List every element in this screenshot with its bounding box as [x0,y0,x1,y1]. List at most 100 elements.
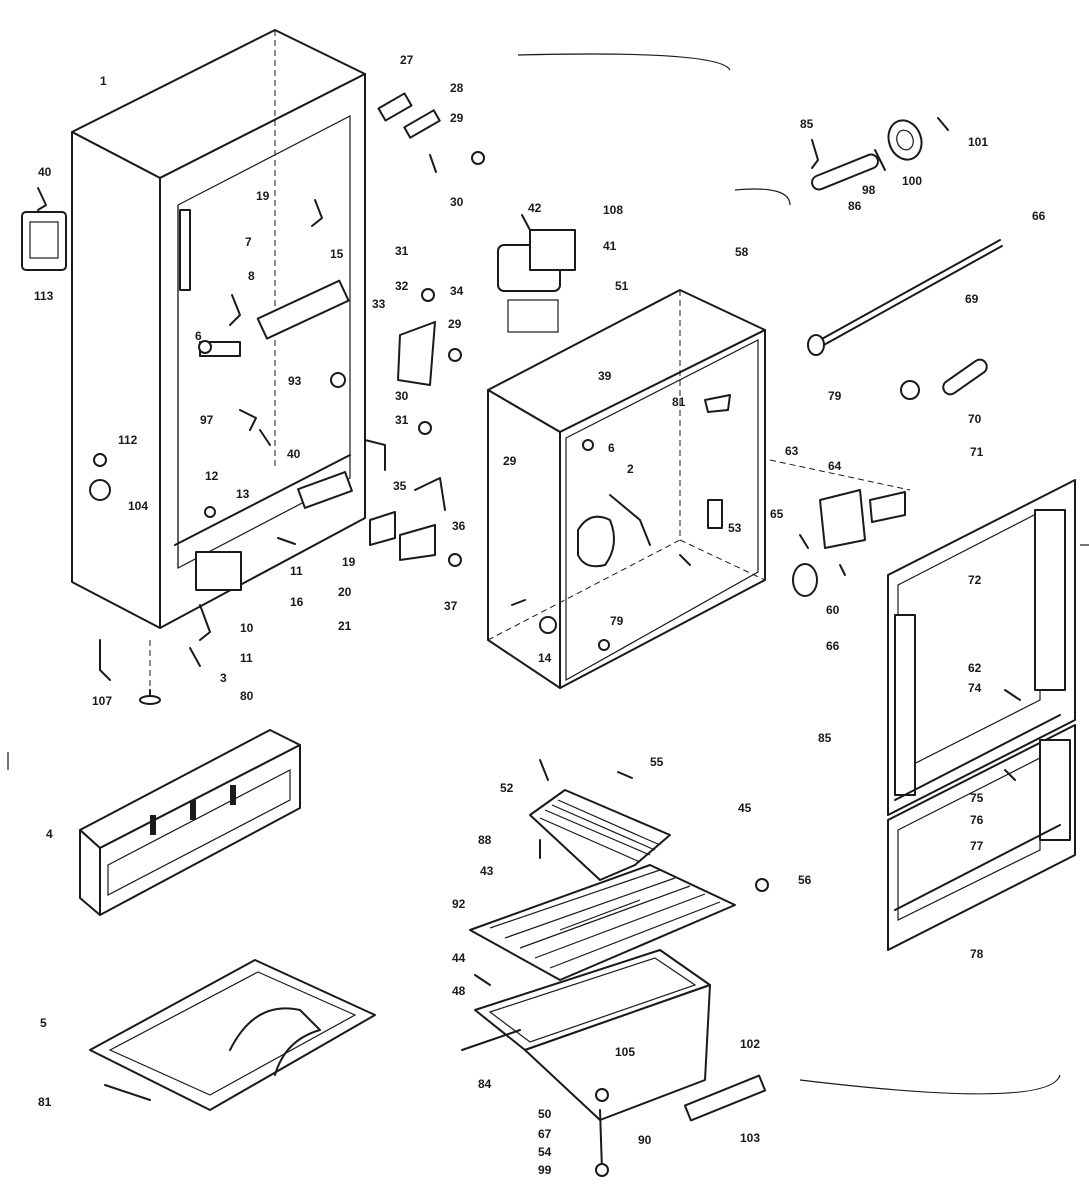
part-label: 19 [256,189,270,203]
leader-lines [7,53,1089,1095]
part-label: 78 [970,947,984,961]
part-label: 50 [538,1107,552,1121]
part-label: 69 [965,292,979,306]
part-label: 90 [638,1133,652,1147]
part-label: 7 [245,235,252,249]
part-label: 98 [862,183,876,197]
cabinet-hinge-parts [364,92,485,567]
part-label: 66 [826,639,840,653]
part-label: 79 [828,389,842,403]
part-label: 74 [968,681,982,695]
part-label: 27 [400,53,414,67]
part-label: 39 [598,369,612,383]
part-label: 42 [528,201,542,215]
part-label: 43 [480,864,494,878]
part-label: 33 [372,297,386,311]
part-label: 97 [200,413,214,427]
part-label: 56 [798,873,812,887]
part-label: 99 [538,1163,552,1177]
part-label: 71 [970,445,984,459]
part-label: 40 [38,165,52,179]
part-label: 80 [240,689,254,703]
light-assembly [811,117,949,191]
part-label: 32 [395,279,409,293]
part-label: 45 [738,801,752,815]
part-label: 16 [290,595,304,609]
rod-assembly-69 [807,239,1003,400]
part-label: 72 [968,573,982,587]
part-label: 76 [970,813,984,827]
part-label: 36 [452,519,466,533]
part-label: 14 [538,651,552,665]
hinge-parts-64 [769,459,911,597]
part-label: 30 [395,389,409,403]
part-label: 12 [205,469,219,483]
part-label: 101 [968,135,988,149]
part-label: 105 [615,1045,635,1059]
part-label: 28 [450,81,464,95]
part-label: 34 [450,284,464,298]
part-label: 70 [968,412,982,426]
part-label: 108 [603,203,623,217]
part-label: 77 [970,839,984,853]
side-bracket-113 [21,187,67,271]
part-label: 67 [538,1127,552,1141]
part-label: 81 [38,1095,52,1109]
part-label: 79 [610,614,624,628]
part-label: 112 [118,433,138,447]
part-label: 37 [444,599,458,613]
cabinet-shell [71,29,366,629]
part-label: 40 [287,447,301,461]
part-label: 85 [818,731,832,745]
part-label: 11 [240,651,253,665]
part-label: 64 [828,459,842,473]
part-label: 93 [288,374,302,388]
part-label: 2 [627,462,634,476]
part-label: 20 [338,585,352,599]
part-label: 44 [452,951,466,965]
crisper-cover-4 [79,729,301,916]
part-label: 15 [330,247,344,261]
part-label: 31 [395,244,409,258]
part-label: 54 [538,1145,552,1159]
part-label: 84 [478,1077,492,1091]
part-label: 8 [248,269,255,283]
part-label: 102 [740,1037,760,1051]
part-label: 100 [902,174,922,188]
drip-tray-5 [89,959,376,1111]
part-label: 29 [448,317,462,331]
part-label: 65 [770,507,784,521]
crisper-drawer-48 [461,949,767,1177]
part-label: 41 [603,239,617,253]
part-label: 10 [240,621,254,635]
part-label: 60 [826,603,840,617]
part-labels: 1 27 28 29 30 40 113 19 7 15 31 8 6 32 3… [34,53,1046,1177]
part-label: 5 [40,1016,47,1030]
part-label: 13 [236,487,250,501]
door-assembly [887,479,1076,951]
part-label: 85 [800,117,814,131]
part-label: 88 [478,833,492,847]
part-label: 3 [220,671,227,685]
part-label: 6 [608,441,615,455]
cabinet-internal-parts [89,199,353,705]
control-unit-41 [497,214,576,333]
part-label: 1 [100,74,107,88]
part-label: 104 [128,499,148,513]
part-label: 62 [968,661,982,675]
part-label: 55 [650,755,664,769]
part-label: 6 [195,329,202,343]
part-label: 75 [970,791,984,805]
part-label: 113 [34,289,54,303]
part-label: 63 [785,444,799,458]
part-label: 103 [740,1131,760,1145]
part-label: 51 [615,279,629,293]
part-label: 58 [735,245,749,259]
part-label: 48 [452,984,466,998]
part-label: 30 [450,195,464,209]
part-label: 92 [452,897,466,911]
liner-internal-parts [511,394,731,651]
part-label: 4 [46,827,53,841]
part-label: 31 [395,413,409,427]
